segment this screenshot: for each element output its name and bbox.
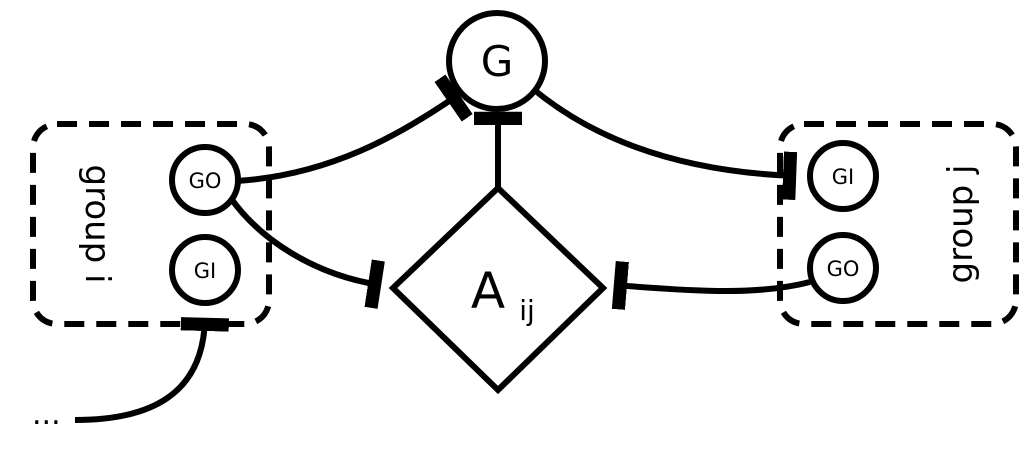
group-j-go-node (807, 232, 879, 304)
group-j-go-label: GO (827, 257, 860, 281)
g-node (446, 10, 548, 112)
edge-group-i-go-to-g (236, 74, 473, 184)
group-i-go-node (169, 144, 241, 216)
group-j-box (777, 121, 1019, 327)
group-i-box (30, 121, 272, 327)
edge-group-i-go-to-a (227, 195, 385, 309)
a-ij-label-sub: ij (519, 294, 535, 327)
group-i-gi-label: GI (194, 259, 216, 283)
edge-group-j-go-to-a (611, 260, 811, 310)
edge-g-to-group-j-gi (530, 85, 798, 201)
a-ij-diamond (388, 183, 608, 395)
edge-ellipsis-to-group-i-gi (74, 317, 230, 423)
group-i-label: group i (77, 165, 117, 284)
a-ij-label-base: A (471, 262, 505, 320)
g-node-label: G (481, 37, 514, 86)
group-j-gi-label: GI (832, 165, 854, 189)
ellipsis-label: ... (32, 397, 61, 432)
group-i-go-label: GO (189, 169, 222, 193)
group-j-gi-node (807, 140, 879, 212)
group-j-label: group j (941, 165, 981, 284)
group-i-gi-node (169, 234, 241, 306)
